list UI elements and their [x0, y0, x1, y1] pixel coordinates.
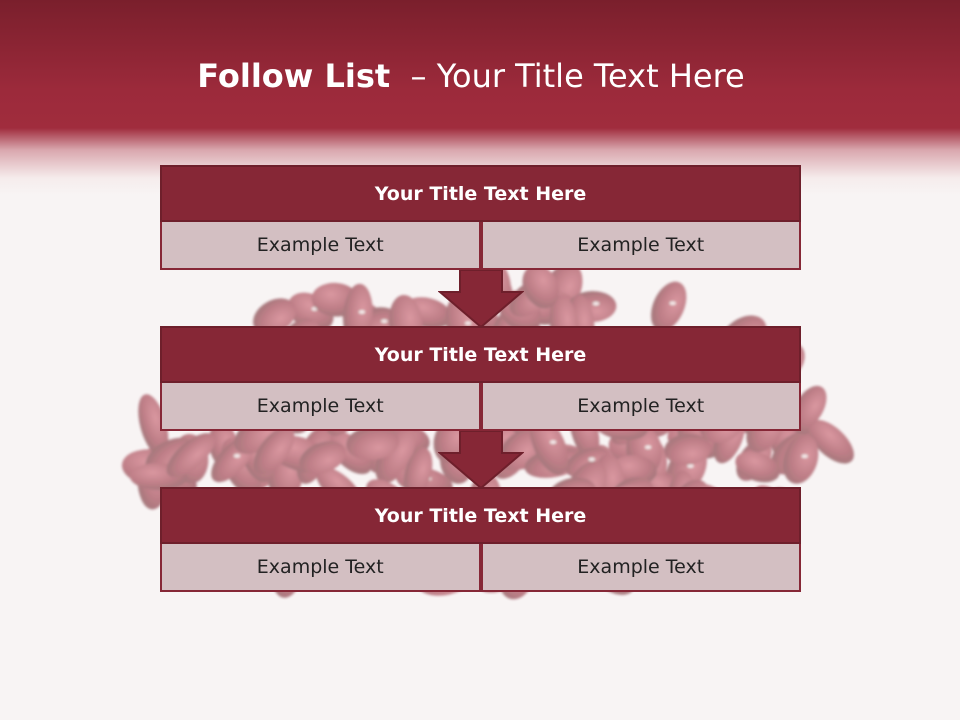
step-block-3: Your Title Text Here Example Text Exampl…	[160, 487, 801, 592]
step-title-1: Your Title Text Here	[160, 165, 801, 222]
header-band	[0, 0, 960, 195]
bean-highlight	[358, 310, 365, 314]
bean-shape	[783, 434, 819, 484]
bean-shape	[808, 419, 854, 464]
bean-highlight	[381, 319, 388, 323]
bean-highlight	[687, 464, 694, 468]
step-block-1: Your Title Text Here Example Text Exampl…	[160, 165, 801, 270]
step-2-right-text: Example Text	[480, 383, 801, 431]
bean-shape	[345, 426, 400, 461]
bean-highlight	[669, 301, 676, 305]
bean-shape	[299, 441, 347, 475]
step-1-left-text: Example Text	[160, 222, 481, 270]
bean-shape	[375, 424, 416, 484]
step-block-2: Your Title Text Here Example Text Exampl…	[160, 326, 801, 431]
title-rest: – Your Title Text Here	[410, 57, 745, 95]
down-arrow-icon	[438, 431, 524, 489]
down-arrow-icon	[438, 270, 524, 328]
bean-highlight	[593, 302, 599, 306]
bean-shape	[166, 433, 215, 478]
step-title-3: Your Title Text Here	[160, 487, 801, 544]
bean-highlight	[465, 321, 472, 325]
step-row-2: Example Text Example Text	[160, 383, 801, 431]
step-3-right-text: Example Text	[480, 544, 801, 592]
bean-highlight	[588, 457, 595, 461]
step-row-1: Example Text Example Text	[160, 222, 801, 270]
bean-shape	[403, 447, 433, 499]
slide-title: Follow List – Your Title Text Here	[0, 56, 942, 96]
bean-highlight	[234, 454, 240, 458]
bean-shape	[735, 451, 780, 483]
step-3-left-text: Example Text	[160, 544, 481, 592]
bean-highlight	[801, 454, 808, 458]
bean-highlight	[550, 440, 557, 444]
bean-shape	[522, 264, 559, 309]
bean-shape	[651, 281, 687, 331]
bean-shape	[253, 426, 295, 475]
step-row-3: Example Text Example Text	[160, 544, 801, 592]
title-bold: Follow List	[197, 57, 391, 95]
bean-highlight	[645, 445, 652, 449]
step-1-right-text: Example Text	[480, 222, 801, 270]
step-title-2: Your Title Text Here	[160, 326, 801, 383]
bean-shape	[253, 298, 296, 335]
step-2-left-text: Example Text	[160, 383, 481, 431]
bean-shape	[664, 433, 711, 466]
